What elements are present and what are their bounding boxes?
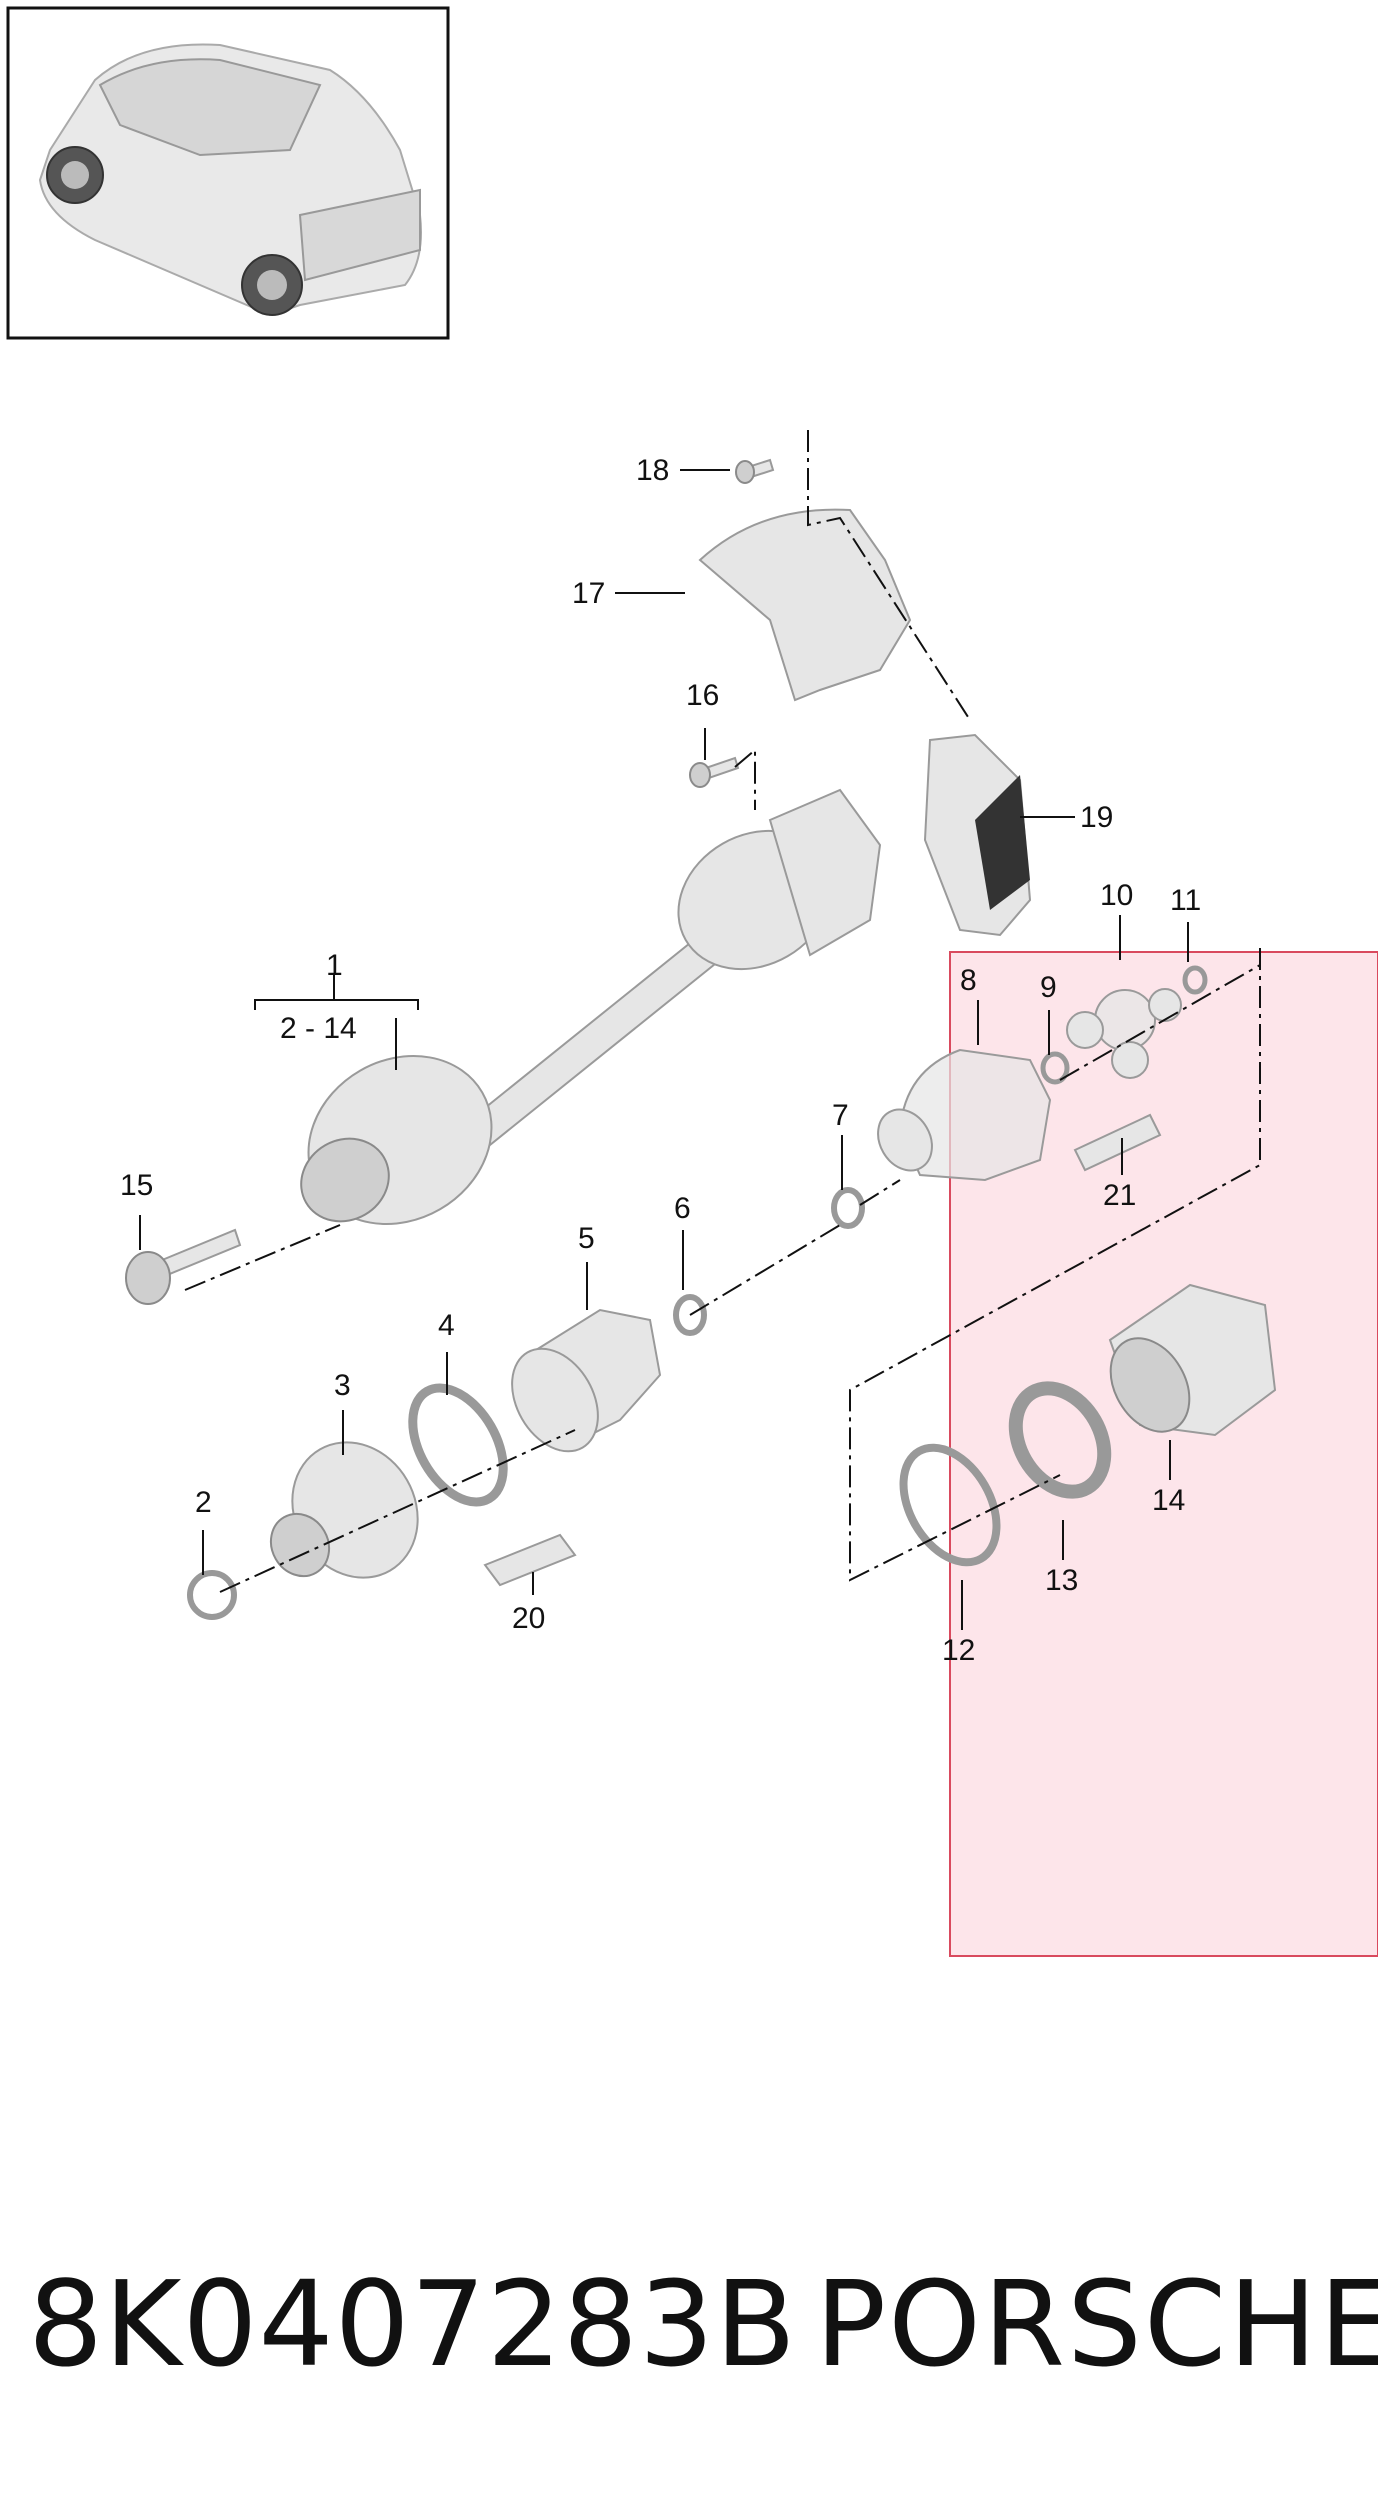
bolt-18 — [735, 458, 775, 484]
callout-10: 10 — [1100, 879, 1133, 912]
housing-14 — [1108, 1283, 1277, 1437]
callout-11: 11 — [1170, 884, 1201, 917]
brand-name: PORSCHE — [815, 2255, 1378, 2393]
ring-11 — [1182, 965, 1208, 995]
boot-5 — [511, 1308, 662, 1453]
callout-labels: 1 2 - 14 15 2 3 4 5 6 7 8 9 10 11 21 14 … — [120, 454, 1201, 1667]
ring-2 — [187, 1570, 237, 1620]
callout-12: 12 — [942, 1634, 975, 1667]
callout-2: 2 — [195, 1486, 212, 1519]
callout-1: 1 — [326, 949, 343, 982]
callout-8: 8 — [960, 964, 977, 997]
callout-14: 14 — [1152, 1484, 1185, 1517]
part-number: 8K0407283B — [28, 2255, 797, 2393]
bracket — [923, 733, 1032, 937]
callout-19: 19 — [1080, 801, 1113, 834]
clamp-7 — [831, 1187, 865, 1229]
bolt-15 — [125, 1228, 242, 1305]
boot-8 — [877, 1048, 1052, 1182]
clamp-6 — [673, 1294, 707, 1336]
callout-20: 20 — [512, 1602, 545, 1635]
callout-6: 6 — [674, 1192, 691, 1225]
callout-5: 5 — [578, 1222, 595, 1255]
heat-shield — [698, 508, 912, 702]
ring-13 — [1008, 1381, 1112, 1499]
clamp-4 — [408, 1383, 508, 1507]
grease-tube-20 — [483, 1533, 577, 1587]
callout-15: 15 — [120, 1169, 153, 1202]
callout-16: 16 — [686, 679, 719, 712]
callout-7: 7 — [832, 1099, 849, 1132]
callout-4: 4 — [438, 1309, 455, 1342]
leader-lines — [139, 469, 1189, 1630]
grease-tube-21 — [1073, 1113, 1162, 1172]
vehicle-thumbnail — [6, 6, 450, 340]
callout-21: 21 — [1103, 1179, 1136, 1212]
assembly-axis-lines — [184, 430, 1261, 1593]
callout-17: 17 — [572, 577, 605, 610]
callout-2-14: 2 - 14 — [280, 1012, 357, 1045]
callout-13: 13 — [1045, 1564, 1078, 1597]
ring-9 — [1040, 1051, 1070, 1085]
bolt-16 — [689, 756, 740, 788]
drive-shaft-assembly — [300, 788, 882, 1226]
seal-12 — [899, 1443, 1001, 1567]
callout-18: 18 — [636, 454, 669, 487]
callout-3: 3 — [334, 1369, 351, 1402]
callout-9: 9 — [1040, 971, 1057, 1004]
